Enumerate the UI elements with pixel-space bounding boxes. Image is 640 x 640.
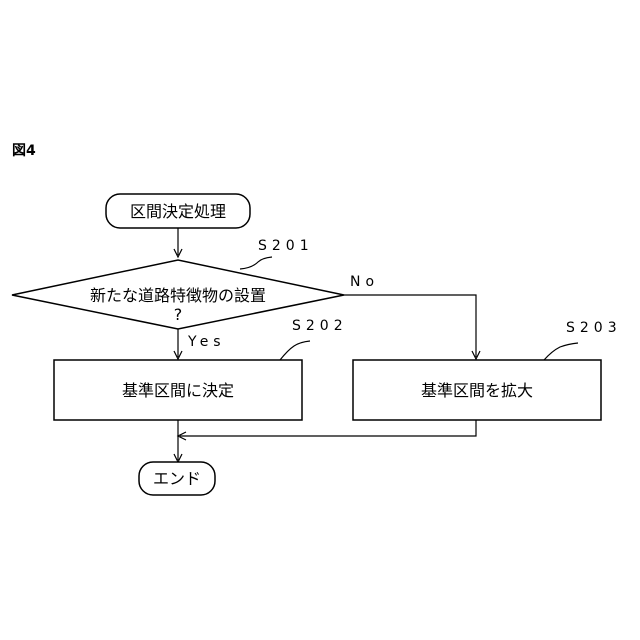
process-box-reference-section: 基準区間に決定 — [54, 360, 302, 420]
decision-label-line2: ? — [174, 305, 183, 324]
arrow-merge-to-end — [174, 420, 476, 462]
process-a-label: 基準区間に決定 — [122, 381, 234, 400]
start-label: 区間決定処理 — [130, 202, 226, 221]
process-box-expand-section: 基準区間を拡大 — [353, 360, 601, 420]
leader-s202 — [280, 341, 310, 360]
yes-branch-label: Yes — [187, 334, 226, 350]
leader-s203 — [544, 343, 578, 360]
end-terminal: エンド — [139, 462, 215, 495]
step-label-s202: S202 — [292, 318, 348, 334]
no-branch-label: No — [350, 274, 379, 290]
decision-label-line1: 新たな道路特徴物の設置 — [90, 286, 266, 305]
step-label-s201: S201 — [258, 238, 314, 254]
arrow-no-branch — [344, 295, 480, 359]
arrow-yes-branch — [174, 329, 182, 359]
arrow-start-to-decision — [174, 228, 182, 257]
leader-s201 — [240, 257, 272, 269]
start-terminal: 区間決定処理 — [106, 194, 250, 228]
process-b-label: 基準区間を拡大 — [421, 381, 533, 400]
figure-label: 図4 — [12, 143, 36, 159]
end-label: エンド — [153, 469, 201, 488]
step-label-s203: S203 — [566, 320, 622, 336]
